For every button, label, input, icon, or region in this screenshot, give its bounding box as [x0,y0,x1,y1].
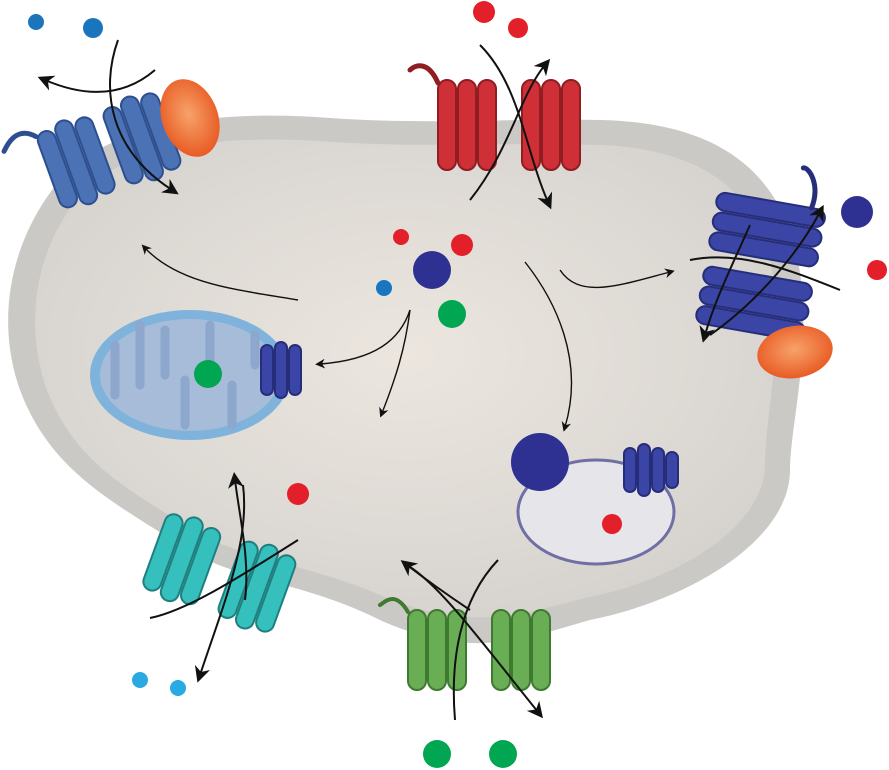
transport-arrow-icon [37,39,841,721]
mito-cristae [110,320,260,430]
particle-red [602,514,622,534]
transporter-icon [623,443,679,497]
orange-domain [757,325,833,379]
transport-arrow-icon [141,244,675,432]
orange-domain [160,79,220,157]
particle-navy [511,433,569,491]
transporter-icon [1,92,182,209]
transporter-icon [407,63,581,171]
particle-green [194,360,222,388]
mitochondrion-icon [90,310,290,440]
substrate-particle-icon [28,1,887,768]
transporter-icon [142,513,297,633]
transporter-icon [260,341,302,399]
